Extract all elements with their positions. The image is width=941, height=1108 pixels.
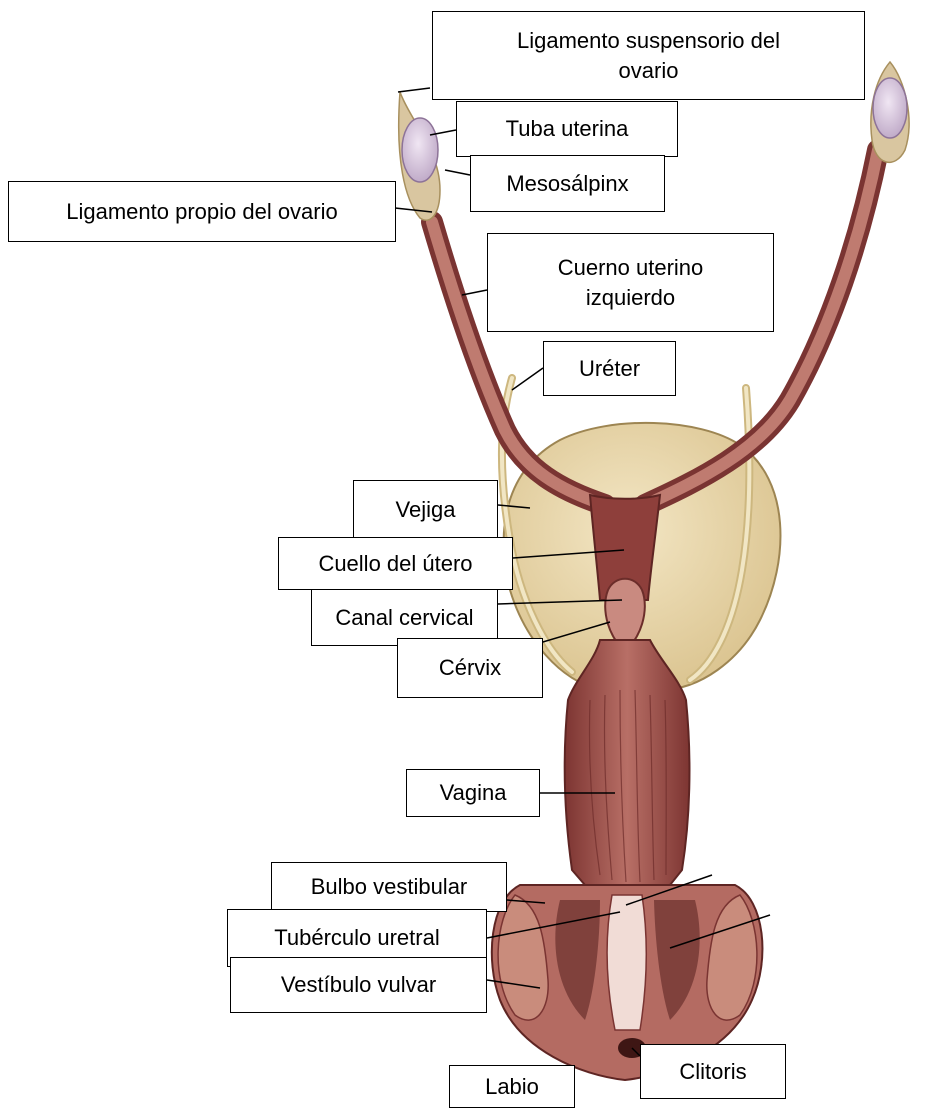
label-labio: Labio — [449, 1065, 575, 1108]
label-cuerno-uterino-line2: izquierdo — [586, 283, 675, 313]
label-cuello-utero: Cuello del útero — [278, 537, 513, 590]
label-labio-text: Labio — [485, 1072, 539, 1102]
label-ligamento-propio-text: Ligamento propio del ovario — [66, 197, 338, 227]
label-vejiga: Vejiga — [353, 480, 498, 540]
label-cuello-utero-text: Cuello del útero — [318, 549, 472, 579]
label-canal-cervical-text: Canal cervical — [335, 603, 473, 633]
left-ovary-group — [399, 92, 440, 220]
label-cervix-text: Cérvix — [439, 653, 501, 683]
label-tuba-uterina-text: Tuba uterina — [506, 114, 629, 144]
label-ureter: Uréter — [543, 341, 676, 396]
right-ovary-group — [871, 62, 909, 162]
label-bulbo-vestibular: Bulbo vestibular — [271, 862, 507, 912]
label-ligamento-propio: Ligamento propio del ovario — [8, 181, 396, 242]
label-vagina-text: Vagina — [440, 778, 507, 808]
label-tuba-uterina: Tuba uterina — [456, 101, 678, 157]
label-ligamento-suspensorio: Ligamento suspensorio del ovario — [432, 11, 865, 100]
label-cuerno-uterino-line1: Cuerno uterino — [558, 253, 704, 283]
label-tuberculo-uretral-text: Tubérculo uretral — [274, 923, 439, 953]
label-cuerno-uterino: Cuerno uterino izquierdo — [487, 233, 774, 332]
label-clitoris-text: Clitoris — [679, 1057, 746, 1087]
label-ureter-text: Uréter — [579, 354, 640, 384]
label-cervix: Cérvix — [397, 638, 543, 698]
label-ligamento-suspensorio-line2: ovario — [619, 56, 679, 86]
label-vejiga-text: Vejiga — [396, 495, 456, 525]
label-mesosalpinx-text: Mesosálpinx — [506, 169, 628, 199]
label-vagina: Vagina — [406, 769, 540, 817]
label-ligamento-suspensorio-line1: Ligamento suspensorio del — [517, 26, 780, 56]
vagina-shape — [565, 640, 690, 885]
label-mesosalpinx: Mesosálpinx — [470, 155, 665, 212]
label-bulbo-vestibular-text: Bulbo vestibular — [311, 872, 468, 902]
label-vestibulo-vulvar: Vestíbulo vulvar — [230, 957, 487, 1013]
urethral-tubercle-shape — [607, 895, 646, 1030]
label-clitoris: Clitoris — [640, 1044, 786, 1099]
label-vestibulo-vulvar-text: Vestíbulo vulvar — [281, 970, 436, 1000]
